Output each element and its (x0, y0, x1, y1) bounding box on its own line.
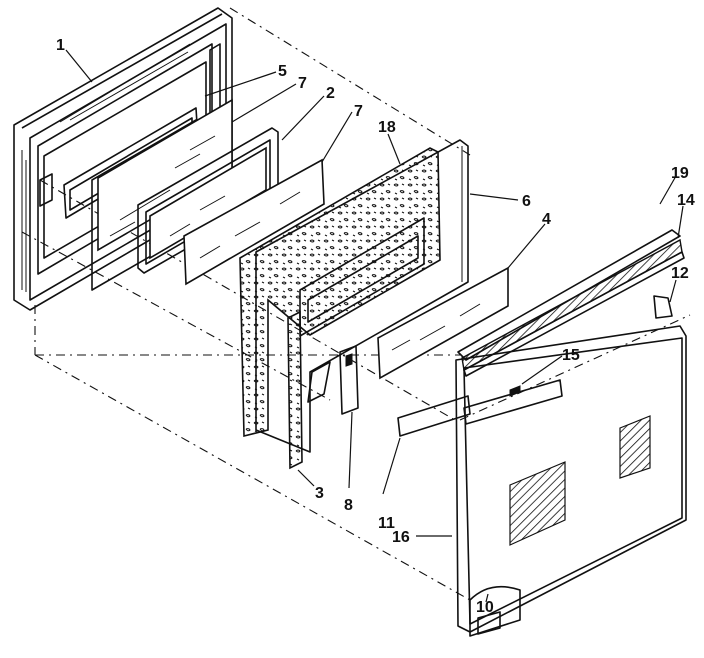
glass-panel-part-4 (377, 266, 509, 380)
callout-5: 5 (278, 63, 287, 80)
callout-19: 19 (671, 165, 689, 182)
callout-16: 16 (392, 529, 410, 546)
bracket-part-8 (307, 345, 359, 415)
callout-7a: 7 (298, 75, 307, 92)
callout-18: 18 (378, 119, 396, 136)
callout-12: 12 (671, 265, 689, 282)
handle-end-part-12 (653, 295, 673, 319)
outer-door-front-part-16 (455, 325, 687, 637)
callout-15: 15 (562, 347, 580, 364)
callout-4: 4 (542, 211, 551, 228)
glass-panel-part-7-lower (183, 158, 325, 286)
vent-part-15 (463, 379, 563, 425)
callout-10: 10 (476, 599, 494, 616)
callout-7b: 7 (354, 103, 363, 120)
handle-trim-part-19 (457, 229, 685, 377)
callout-11: 11 (378, 515, 395, 532)
callout-14: 14 (677, 192, 695, 209)
inner-door-liner-part-6 (255, 139, 469, 453)
side-strip-part-3 (287, 310, 303, 470)
callout-8: 8 (344, 497, 353, 514)
leader-lines (65, 49, 684, 603)
callout-6: 6 (522, 193, 531, 210)
callout-1: 1 (56, 37, 65, 54)
callout-3: 3 (315, 485, 324, 502)
callout-2: 2 (326, 85, 335, 102)
hinge-part-10 (477, 611, 501, 635)
vent-strip-part-11 (397, 395, 471, 437)
